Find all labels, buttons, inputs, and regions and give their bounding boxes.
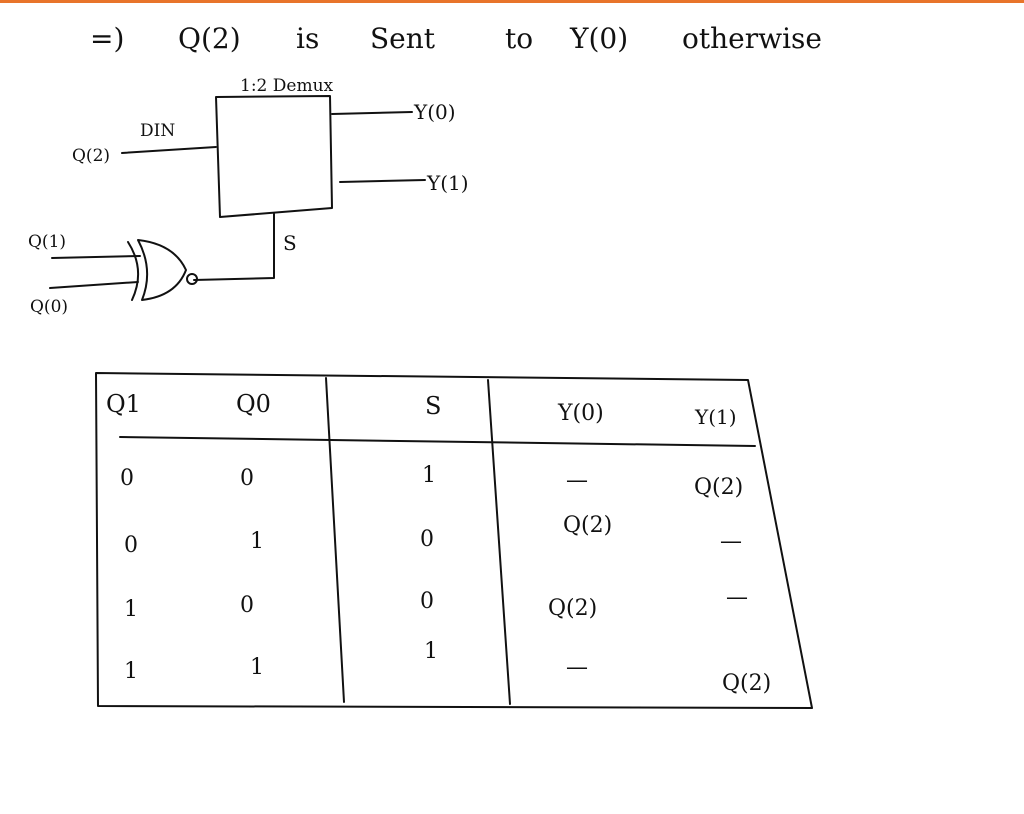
demux-block [215,95,333,218]
table-border [95,372,813,709]
header-cell: Y(1) [694,405,737,429]
xnor-extra-curve [127,241,139,301]
inverter-bubble [186,273,198,285]
table-cell: 0 [240,593,254,618]
select-wire [193,213,275,281]
note-word: otherwise [682,22,822,55]
gate-input-1-wire [51,255,141,259]
header-divider [119,436,756,447]
table-cell: — [726,585,748,610]
table-cell: Q(2) [563,513,612,538]
table-cell: — [566,468,588,493]
table-row: 0 0 1 — Q(2) [120,463,743,500]
table-cell: 1 [250,529,264,554]
note-word: Q(2) [178,22,241,55]
note-word: Sent [370,22,436,55]
header-cell: S [425,392,441,420]
table-cell: 0 [240,466,254,491]
table-cell: Q(2) [694,475,743,500]
column-divider [487,379,511,705]
table-cell: 1 [422,463,436,488]
din-wire [121,146,217,154]
header-cell: Q0 [236,390,271,418]
header-cell: Y(0) [557,401,604,426]
header-cell: Q1 [106,390,141,418]
gate-input-1-label: Q(1) [28,232,66,252]
table-cell: 1 [124,659,138,684]
gate-input-0-wire [49,281,139,289]
table-row: 1 1 1 — Q(2) [124,639,771,696]
table-cell: 0 [120,466,134,491]
truth-table: Q1 Q0 S Y(0) Y(1) 0 0 1 — Q(2) 0 1 0 Q(2… [95,372,813,709]
column-divider [325,377,345,703]
implies-symbol: =) [90,22,124,55]
table-cell: — [720,529,742,554]
xnor-body [137,239,187,301]
table-row: 1 0 0 Q(2) — [124,585,748,622]
output-0-wire [331,111,413,115]
table-cell: 0 [420,589,434,614]
table-cell: 1 [424,639,438,664]
note-word: is [296,22,319,55]
demux-label: 1:2 Demux [240,76,334,96]
select-label: S [283,231,297,255]
output-0-label: Y(0) [413,100,456,124]
accent-bar [0,0,1024,3]
output-1-label: Y(1) [426,171,469,195]
table-cell: Q(2) [548,596,597,621]
demux-circuit: 1:2 Demux DIN Q(2) Y(0) Y(1) S Q(1) Q(0) [28,76,469,317]
note-word: to [505,22,533,55]
table-cell: 1 [250,655,264,680]
table-cell: — [566,655,588,680]
table-header-row: Q1 Q0 S Y(0) Y(1) [106,390,737,429]
input-signal-label: Q(2) [72,146,110,166]
table-cell: 0 [420,527,434,552]
output-1-wire [339,179,426,183]
table-cell: Q(2) [722,671,771,696]
din-label: DIN [140,121,175,141]
table-row: 0 1 0 Q(2) — [124,513,742,558]
xnor-gate-icon [127,239,198,301]
table-cell: 0 [124,533,138,558]
note-line: =) Q(2) is Sent to Y(0) otherwise [90,22,822,55]
note-word: Y(0) [569,22,628,55]
table-cell: 1 [124,597,138,622]
gate-input-0-label: Q(0) [30,297,68,317]
